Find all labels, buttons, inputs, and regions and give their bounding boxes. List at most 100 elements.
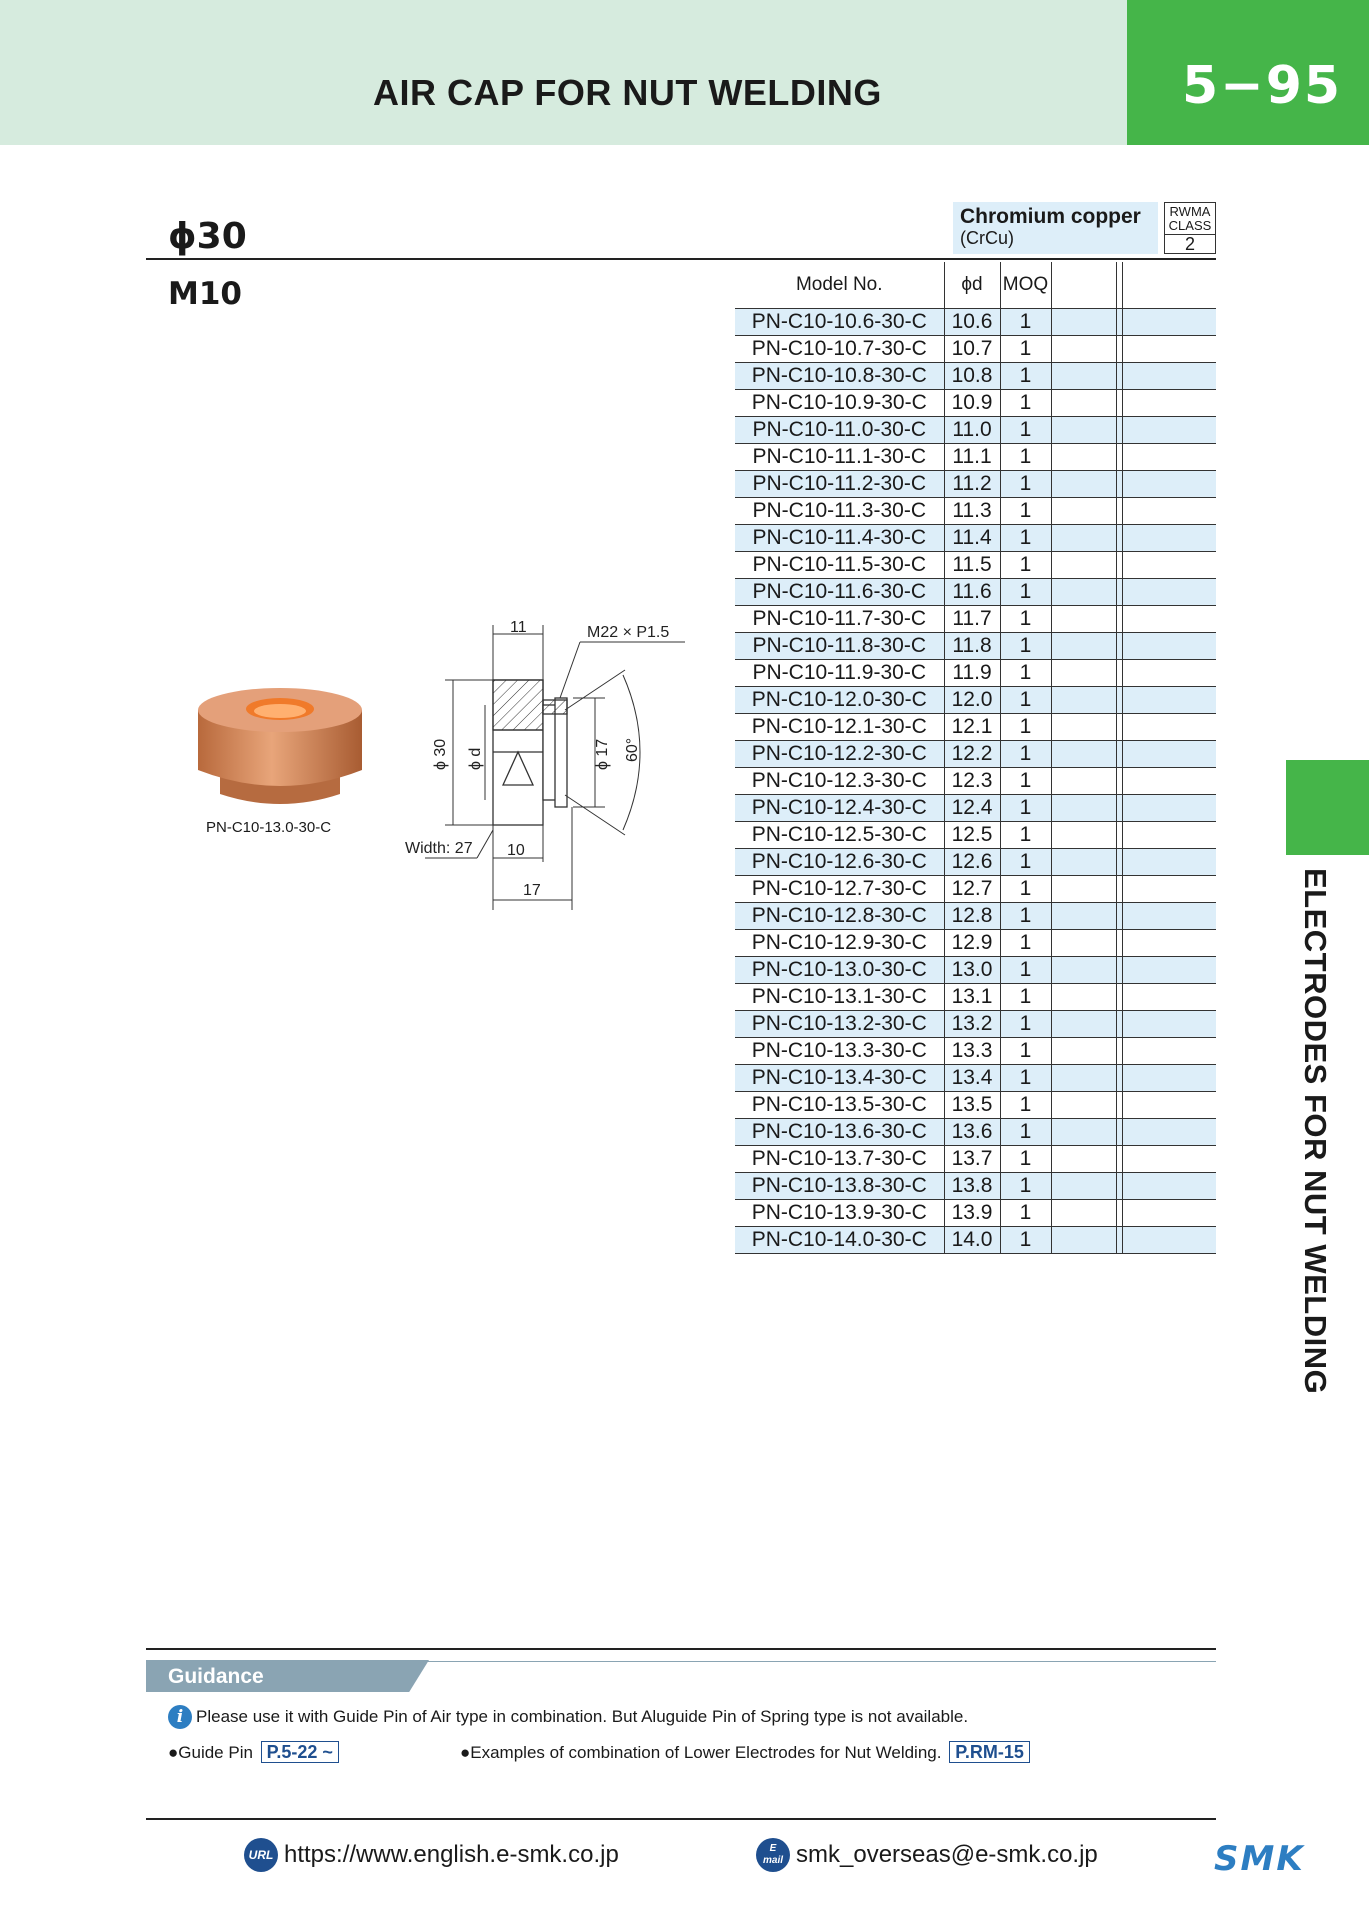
cell-empty — [1122, 1037, 1216, 1065]
smk-logo: SMK — [1214, 1840, 1305, 1874]
cell-moq: 1 — [1000, 821, 1052, 849]
cell-empty — [1051, 875, 1117, 903]
cell-d: 13.2 — [944, 1010, 1001, 1038]
cell-empty — [1122, 362, 1216, 390]
cell-empty — [1122, 821, 1216, 849]
cell-empty — [1116, 1091, 1123, 1119]
cell-empty — [1051, 686, 1117, 714]
examples-ref-link[interactable]: P.RM-15 — [949, 1741, 1030, 1763]
cell-empty — [1116, 659, 1123, 687]
cell-d: 12.0 — [944, 686, 1001, 714]
logo-text: SMK — [1214, 1840, 1305, 1874]
cell-model: PN-C10-13.3-30-C — [735, 1037, 945, 1065]
cell-moq: 1 — [1000, 875, 1052, 903]
dim-angle: 60° — [624, 738, 641, 762]
photo-bore-inner — [254, 704, 306, 718]
cell-empty — [1122, 848, 1216, 876]
side-tab-marker — [1286, 760, 1369, 855]
cell-moq: 1 — [1000, 1226, 1052, 1254]
cell-d: 12.3 — [944, 767, 1001, 795]
cell-model: PN-C10-12.2-30-C — [735, 740, 945, 768]
website-link[interactable]: https://www.english.e-smk.co.jp — [284, 1841, 619, 1868]
cell-moq: 1 — [1000, 794, 1052, 822]
cell-model: PN-C10-11.9-30-C — [735, 659, 945, 687]
cell-empty — [1122, 794, 1216, 822]
drawing-outline — [492, 679, 568, 826]
cell-d: 10.9 — [944, 389, 1001, 417]
cell-empty — [1116, 362, 1123, 390]
cell-d: 11.3 — [944, 497, 1001, 525]
mail-icon-top: E — [769, 1843, 777, 1854]
cell-moq: 1 — [1000, 308, 1052, 336]
cell-empty — [1116, 1145, 1123, 1173]
cell-empty — [1122, 1172, 1216, 1200]
cell-model: PN-C10-11.1-30-C — [735, 443, 945, 471]
cell-empty — [1122, 524, 1216, 552]
cell-model: PN-C10-13.4-30-C — [735, 1064, 945, 1092]
email-link[interactable]: smk_overseas@e-smk.co.jp — [796, 1841, 1098, 1868]
cell-empty — [1116, 686, 1123, 714]
size-title: ϕ30 — [168, 216, 247, 257]
cell-empty — [1122, 875, 1216, 903]
cell-d: 13.1 — [944, 983, 1001, 1011]
dim-width: Width: 27 — [405, 840, 473, 857]
cell-moq: 1 — [1000, 929, 1052, 957]
cell-model: PN-C10-12.8-30-C — [735, 902, 945, 930]
examples-line: ●Examples of combination of Lower Electr… — [460, 1741, 1030, 1763]
cell-moq: 1 — [1000, 1037, 1052, 1065]
cell-d: 11.1 — [944, 443, 1001, 471]
cell-model: PN-C10-12.3-30-C — [735, 767, 945, 795]
cell-empty — [1116, 1226, 1123, 1254]
cell-model: PN-C10-12.4-30-C — [735, 794, 945, 822]
cell-d: 11.7 — [944, 605, 1001, 633]
title-rule — [146, 258, 1216, 260]
cell-empty — [1116, 767, 1123, 795]
cell-empty — [1051, 1118, 1117, 1146]
header-d: ϕd — [944, 262, 1001, 309]
cell-model: PN-C10-12.0-30-C — [735, 686, 945, 714]
cell-empty — [1122, 1145, 1216, 1173]
cell-d: 12.6 — [944, 848, 1001, 876]
cell-empty — [1122, 1091, 1216, 1119]
dim-11: 11 — [510, 619, 527, 636]
cell-empty — [1051, 497, 1117, 525]
cell-model: PN-C10-13.9-30-C — [735, 1199, 945, 1227]
cell-empty — [1051, 524, 1117, 552]
guide-pin-label: ●Guide Pin — [168, 1743, 253, 1762]
cell-empty — [1116, 389, 1123, 417]
guidance-tab — [146, 1660, 429, 1692]
cell-moq: 1 — [1000, 740, 1052, 768]
cell-empty — [1051, 1010, 1117, 1038]
air-cap-photo — [198, 688, 362, 804]
dim-17: 17 — [523, 882, 541, 899]
cell-empty — [1116, 1064, 1123, 1092]
dim-phid: ϕ d — [467, 748, 484, 770]
cell-moq: 1 — [1000, 902, 1052, 930]
thread-title: M10 — [168, 276, 242, 312]
cell-empty — [1122, 902, 1216, 930]
cell-model: PN-C10-12.9-30-C — [735, 929, 945, 957]
material-name: Chromium copper — [960, 205, 1141, 228]
guide-pin-ref-link[interactable]: P.5-22 ~ — [260, 1741, 339, 1763]
cell-d: 12.4 — [944, 794, 1001, 822]
cell-model: PN-C10-11.3-30-C — [735, 497, 945, 525]
cell-empty — [1051, 740, 1117, 768]
cell-empty — [1051, 659, 1117, 687]
page-number: 5−95 — [1182, 56, 1343, 116]
cell-moq: 1 — [1000, 497, 1052, 525]
cell-empty — [1116, 308, 1123, 336]
cell-d: 12.8 — [944, 902, 1001, 930]
cell-empty — [1116, 416, 1123, 444]
